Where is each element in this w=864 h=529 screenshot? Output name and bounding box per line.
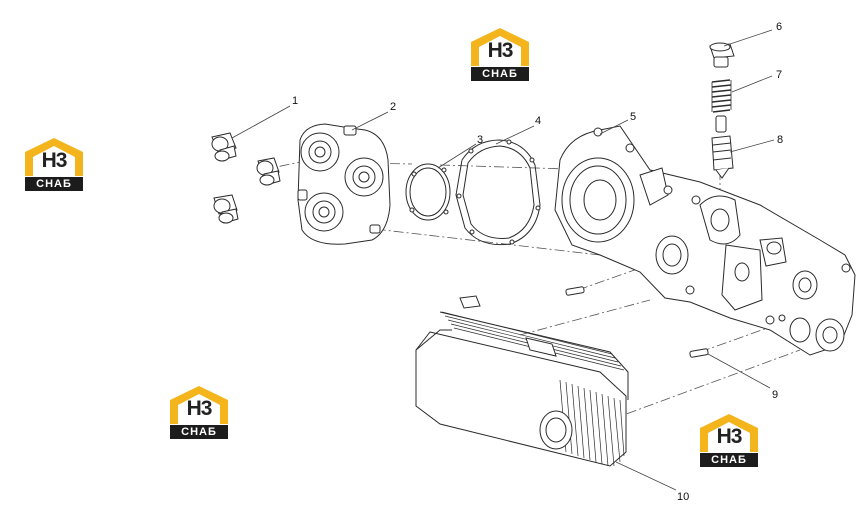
watermark-logo: H3 СНАБ [23, 136, 85, 194]
fitting-bottom [213, 194, 239, 224]
watermark-logo: H3 СНАБ [698, 412, 760, 470]
callout-1: 1 [292, 95, 298, 107]
callout-2: 2 [390, 101, 396, 113]
logo-sub-text: СНАБ [700, 453, 758, 467]
logo-main-text: H3 [41, 149, 68, 172]
logo-sub-text: СНАБ [25, 177, 83, 191]
callout-3: 3 [477, 134, 483, 146]
callout-4: 4 [535, 115, 541, 127]
part-9-dowel-pins [565, 286, 709, 358]
logo-sub-text: СНАБ [471, 67, 529, 81]
fitting-top [211, 132, 237, 162]
logo-roof-icon [471, 28, 529, 66]
logo-main-text: H3 [487, 39, 514, 62]
part-5-cooler-housing [554, 125, 856, 356]
callout-leaders [231, 29, 775, 491]
callout-6: 6 [776, 21, 782, 33]
logo-main-text: H3 [186, 397, 213, 420]
part-10-cooler-core [415, 295, 629, 467]
part-8-valve [711, 115, 734, 179]
callout-8: 8 [777, 134, 783, 146]
part-2-filter-head [297, 123, 391, 245]
part-4-gasket [455, 139, 541, 246]
callout-labels: 1 2 3 4 5 6 7 8 9 10 [292, 21, 783, 503]
logo-roof-icon [700, 414, 758, 452]
part-6-plug [709, 42, 735, 68]
callout-5: 5 [630, 111, 636, 123]
part-7-spring [711, 79, 732, 113]
part-3-o-ring [405, 163, 451, 221]
watermark-logo: H3 СНАБ [168, 384, 230, 442]
callout-9: 9 [772, 389, 778, 401]
logo-sub-text: СНАБ [170, 425, 228, 439]
callout-10: 10 [677, 491, 689, 503]
callout-7: 7 [776, 69, 782, 81]
part-1-fittings [211, 132, 281, 224]
fitting-middle [256, 157, 281, 186]
logo-main-text: H3 [716, 425, 743, 448]
logo-roof-icon [170, 386, 228, 424]
logo-roof-icon [25, 138, 83, 176]
watermark-logo: H3 СНАБ [469, 26, 531, 84]
